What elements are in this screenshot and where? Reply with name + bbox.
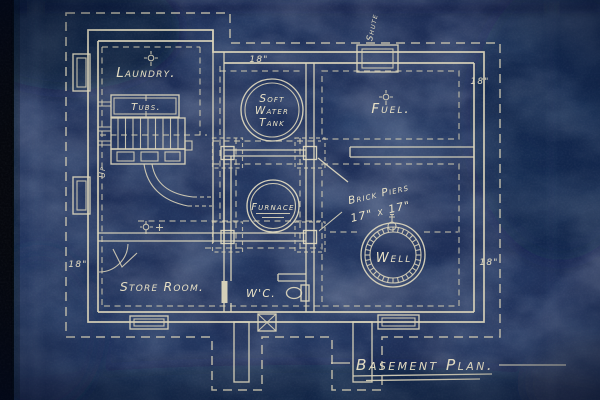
blueprint-photo: Laundry. Tubs. Soft Water Tank Fuel. Fur…: [0, 0, 600, 400]
vignette: [0, 0, 600, 400]
basement-plan-drawing: Laundry. Tubs. Soft Water Tank Fuel. Fur…: [0, 0, 600, 400]
